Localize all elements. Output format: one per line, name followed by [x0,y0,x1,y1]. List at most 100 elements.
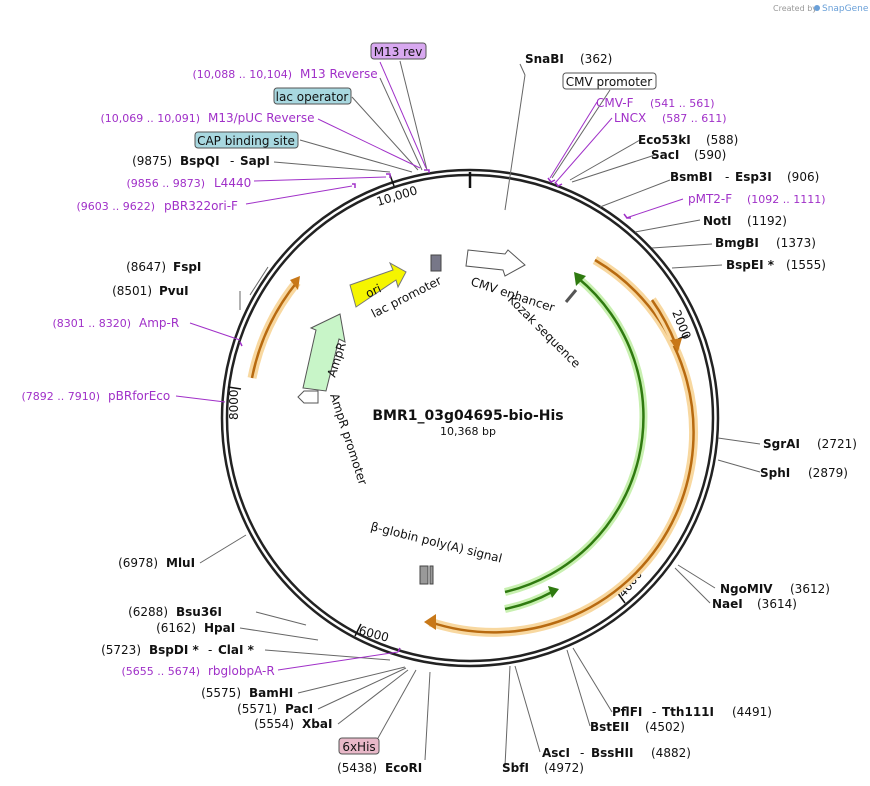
bspdi-label: BspDI * [149,643,199,657]
hpai-label: HpaI [204,621,235,635]
sixhis-box [338,737,380,755]
eco53ki-label: Eco53kI [638,133,691,147]
sphi-pos: (2879) [808,466,848,480]
bsmbi-pos: (906) [787,170,819,184]
bamhi-pos: (5575) [201,686,241,700]
m13puc-pos: (10,069 .. 10,091) [100,112,200,125]
lncx-label: LNCX [614,111,646,125]
xbai-pos: (5554) [254,717,294,731]
bamhi-label: BamHI [249,686,293,700]
snabi-pos: (362) [580,52,612,66]
saci-label: SacI [651,148,679,162]
mlui-label: MluI [166,556,195,570]
bspei-pos: (1555) [786,258,826,272]
noti-pos: (1192) [747,214,787,228]
plasmid-size: 10,368 bp [440,425,496,438]
plasmid-name: BMR1_03g04695-bio-His [372,408,563,424]
his-arc-arrowhead [548,586,559,598]
sphi-label: SphI [760,466,790,480]
sixhis-label: 6xHis [342,740,375,754]
asci-sep: - [580,746,584,760]
sapi-label: SapI [240,154,270,168]
lncx-pos: (587 .. 611) [662,112,727,125]
bsshii-label: BssHII [591,746,633,760]
bglobin-block [419,565,429,585]
saci-pos: (590) [694,148,726,162]
m13reverse-label: M13 Reverse [300,67,378,81]
mlui-pos: (6978) [118,556,158,570]
leader-lines [199,60,761,767]
bglobin-block-2 [429,565,434,585]
orf-arc [429,258,695,634]
pbr322-label: pBR322ori-F [164,199,238,213]
pbrfor-label: pBRforEco [108,389,170,403]
bspdi-sep: - [208,643,212,657]
pmt2f-label: pMT2-F [688,192,732,206]
biotag-arc [504,277,645,594]
bspdi-pos: (5723) [101,643,141,657]
bsmbi-sep: - [725,170,729,184]
tick-label-8000: 8000 [227,389,241,420]
tth111i-label: Tth111I [662,705,714,719]
bmgbi-label: BmgBI [715,236,759,250]
ampr-primer-label: Amp-R [139,316,179,330]
bspei-label: BspEI * [726,258,775,272]
paci-pos: (5571) [237,702,277,716]
tick-6000 [354,623,362,637]
brand-prefix: Created by [773,4,817,13]
ngomiv-pos: (3612) [790,582,830,596]
cmv-promoter-box [562,72,657,90]
sbfi-pos: (4972) [544,761,584,775]
left-arc-arrowhead [290,276,300,290]
paci-label: PacI [285,702,313,716]
rbglob-pos: (5655 .. 5674) [121,665,200,678]
bspqi-label: BspQI [180,154,220,168]
ngomiv-label: NgoMIV [720,582,773,596]
m13reverse-pos: (10,088 .. 10,104) [192,68,292,81]
bmgbi-pos: (1373) [776,236,816,250]
asci-label: AscI [542,746,570,760]
fspi-pos: (8647) [126,260,166,274]
bglobin-label: β-globin poly(A) signal [369,519,503,565]
ampr-promoter-label: AmpR promoter [327,392,370,487]
l4440-label: L4440 [214,176,251,190]
m13-rev-label: M13 rev [374,45,423,59]
brand-name: SnapGene [822,4,869,14]
m13puc-label: M13/pUC Reverse [208,111,315,125]
bsu36i-pos: (6288) [128,605,168,619]
sgrai-label: SgrAI [763,437,800,451]
snapgene-logo-icon [814,5,820,11]
fspi-label: FspI [173,260,201,274]
esp3i-label: Esp3I [735,170,772,184]
cmv-promoter-label: CMV promoter [566,75,653,89]
left-arc [250,281,298,379]
backbone-outer [220,168,720,668]
lac-operator-box [273,87,352,105]
snabi-label: SnaBI [525,52,564,66]
pvui-label: PvuI [159,284,189,298]
bsteii-label: BstEII [590,720,629,734]
pmt2f-pos: (1092 .. 1111) [747,193,826,206]
naei-pos: (3614) [757,597,797,611]
bsu36i-label: Bsu36I [176,605,222,619]
bsteii-pos: (4502) [645,720,685,734]
cmv-enhancer-arrow [465,249,526,277]
pflfi-sep: - [652,705,656,719]
ecori-pos: (5438) [337,761,377,775]
cap-site-box [194,131,299,149]
sbfi-label: SbfI [502,761,529,775]
hpai-pos: (6162) [156,621,196,635]
cmvf-label: CMV-F [596,96,634,110]
ori-label: ori [363,281,383,300]
bspqi-sep: - [230,154,234,168]
clai-label: ClaI * [218,643,255,657]
l4440-pos: (9856 .. 9873) [126,177,205,190]
biotag-arc-halo [504,274,648,596]
primer-marks [239,169,631,653]
lac-operator-label: lac operator [276,90,349,104]
ampr-promoter-arrow [297,390,319,404]
pflfi-pos: (4491) [732,705,772,719]
pvui-pos: (8501) [112,284,152,298]
asci-pos: (4882) [651,746,691,760]
